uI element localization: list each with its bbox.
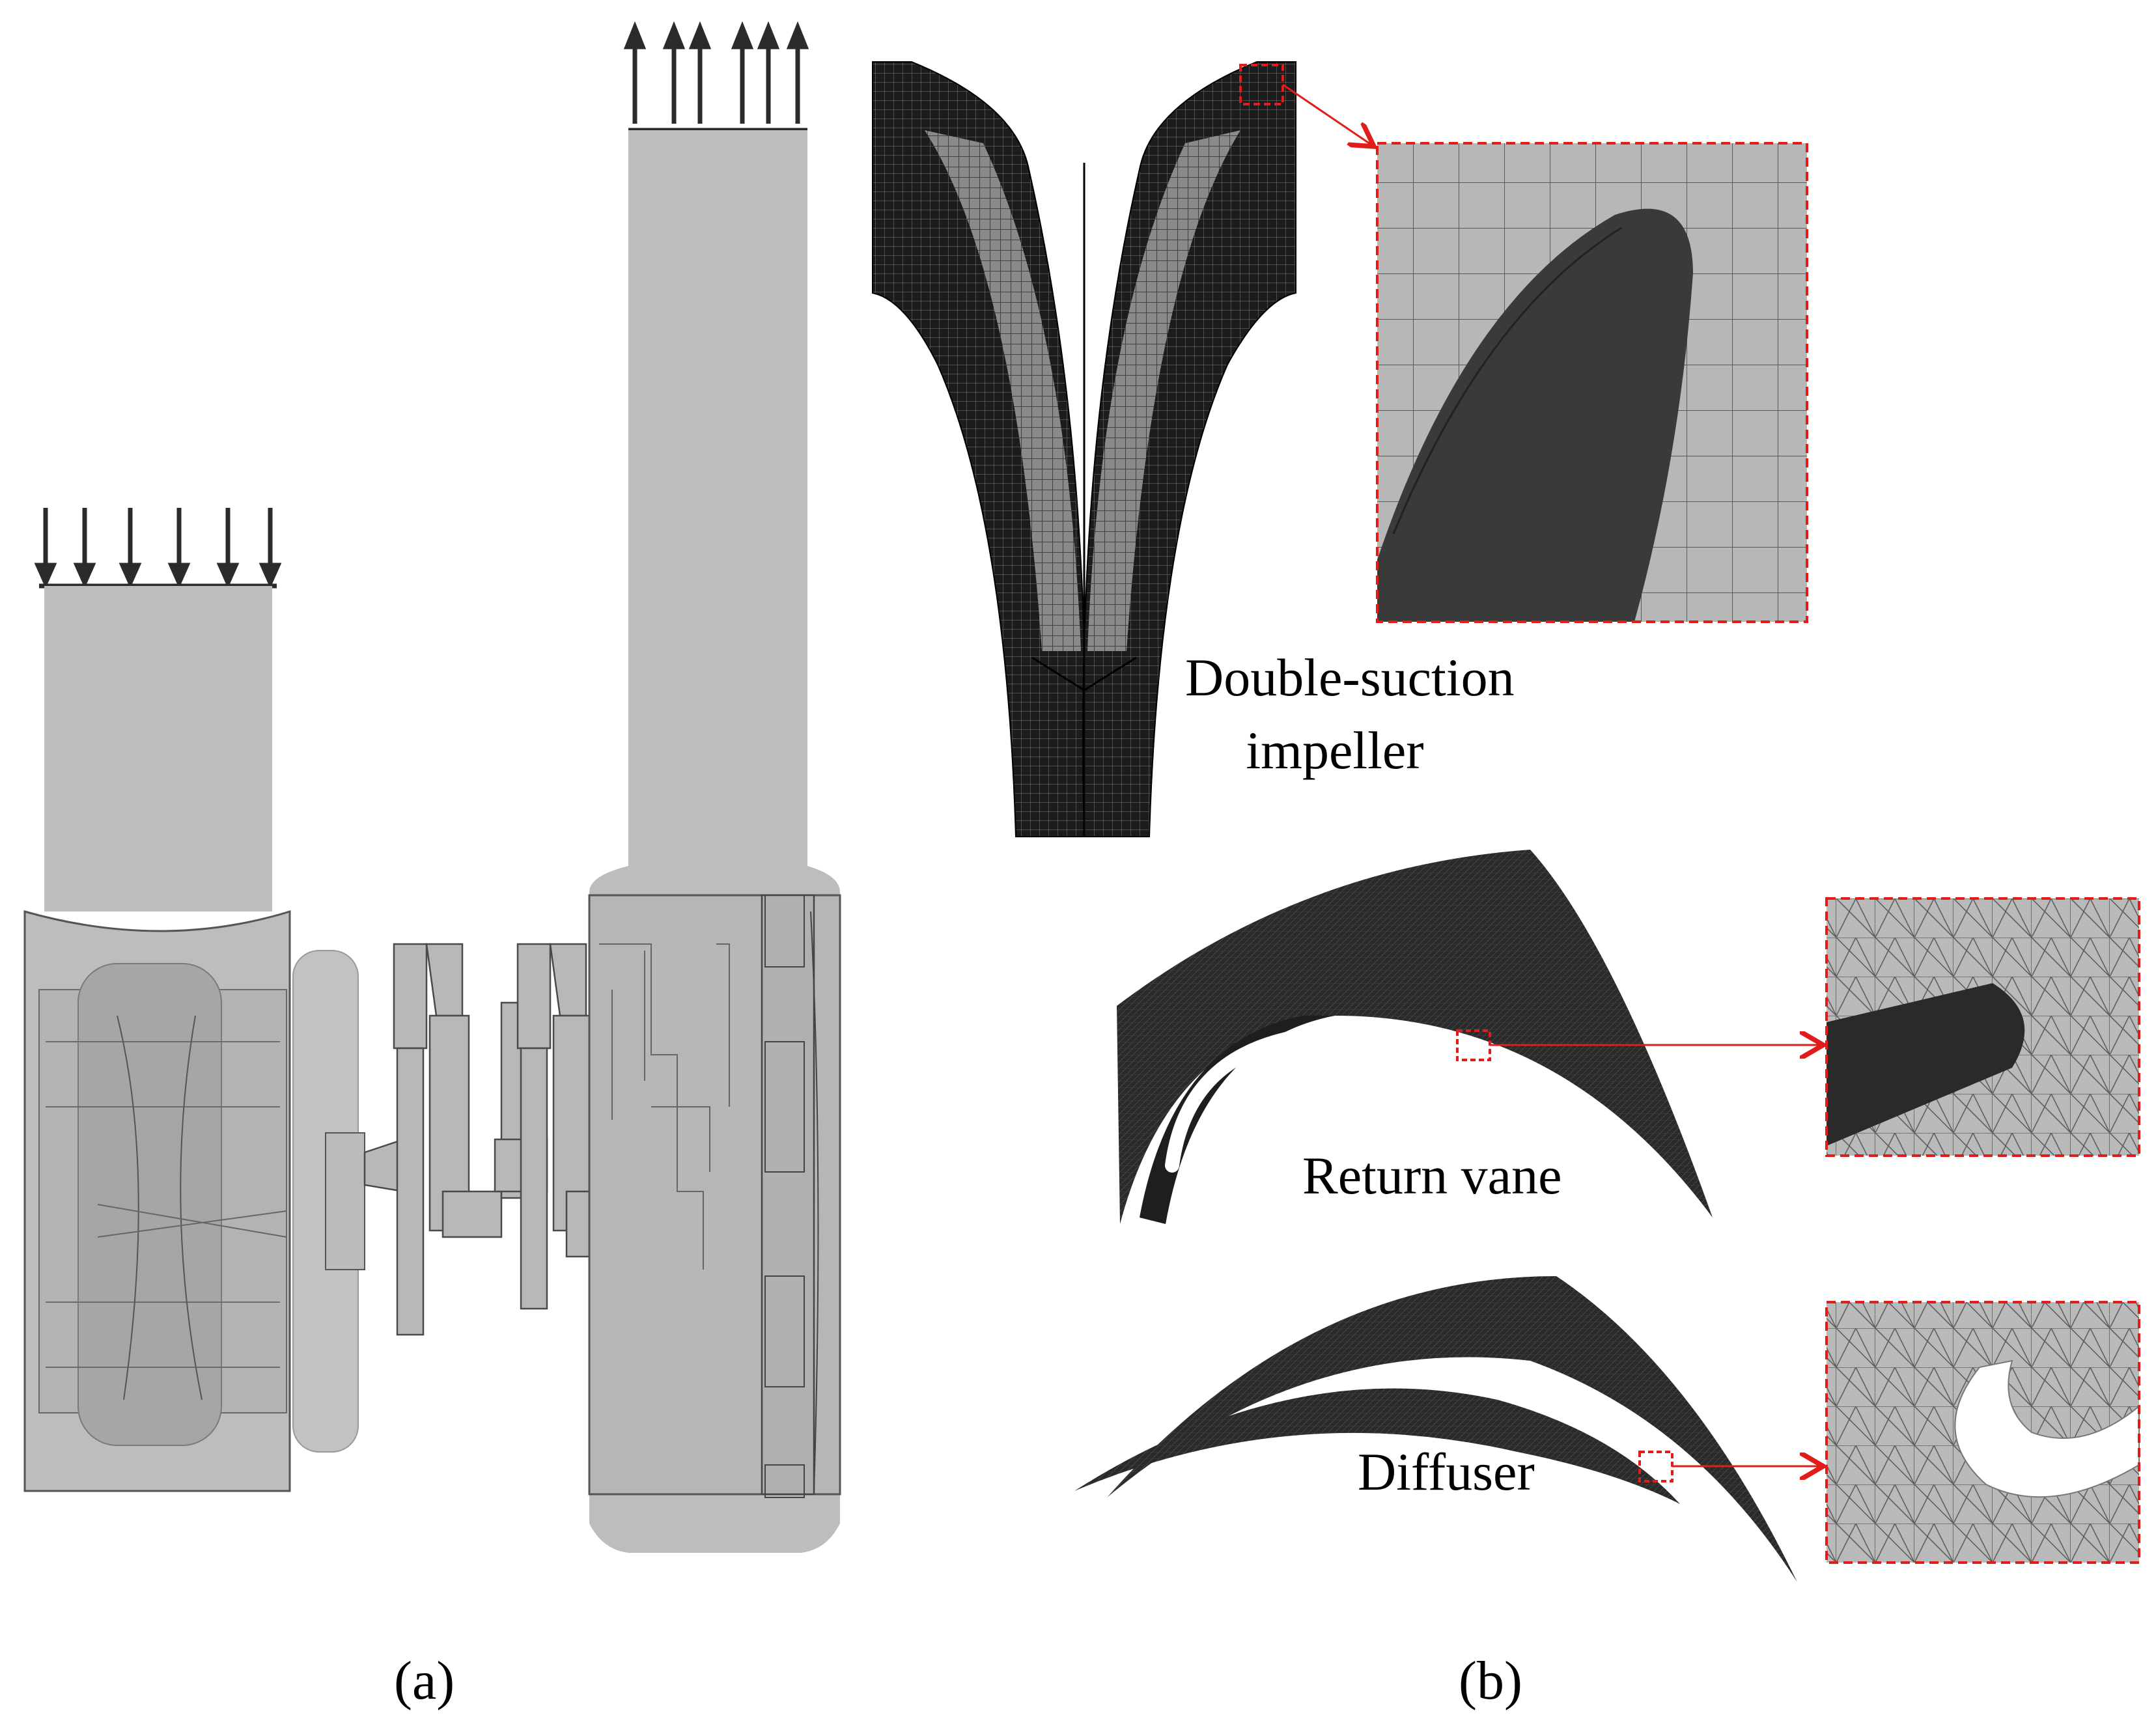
inlet-pipe <box>44 586 272 912</box>
return-vane-mesh <box>1117 850 1823 1224</box>
diffuser-label: Diffuser <box>1358 1442 1535 1501</box>
return-vane-label: Return vane <box>1302 1146 1562 1205</box>
impeller-label-line1: Double-suction <box>1185 648 1515 707</box>
outlet-arrows <box>623 21 809 133</box>
impeller-label-line2: impeller <box>1246 721 1424 780</box>
panel-b-label: (b) <box>1459 1650 1522 1711</box>
impeller-label: Double-suction impeller <box>1185 648 1515 780</box>
diffuser-mesh <box>1074 1276 1823 1582</box>
outlet-pipe <box>628 130 807 833</box>
panel-a-label: (a) <box>394 1650 455 1711</box>
impeller-zoom <box>1239 64 1808 623</box>
diffuser-zoom <box>1825 1301 2140 1564</box>
interstage-channels <box>363 943 594 1336</box>
pump-domain-panel-a <box>23 21 841 1553</box>
return-vane-zoom <box>1825 897 2140 1157</box>
inlet-arrows <box>34 508 282 589</box>
impeller-mesh <box>872 61 1296 837</box>
